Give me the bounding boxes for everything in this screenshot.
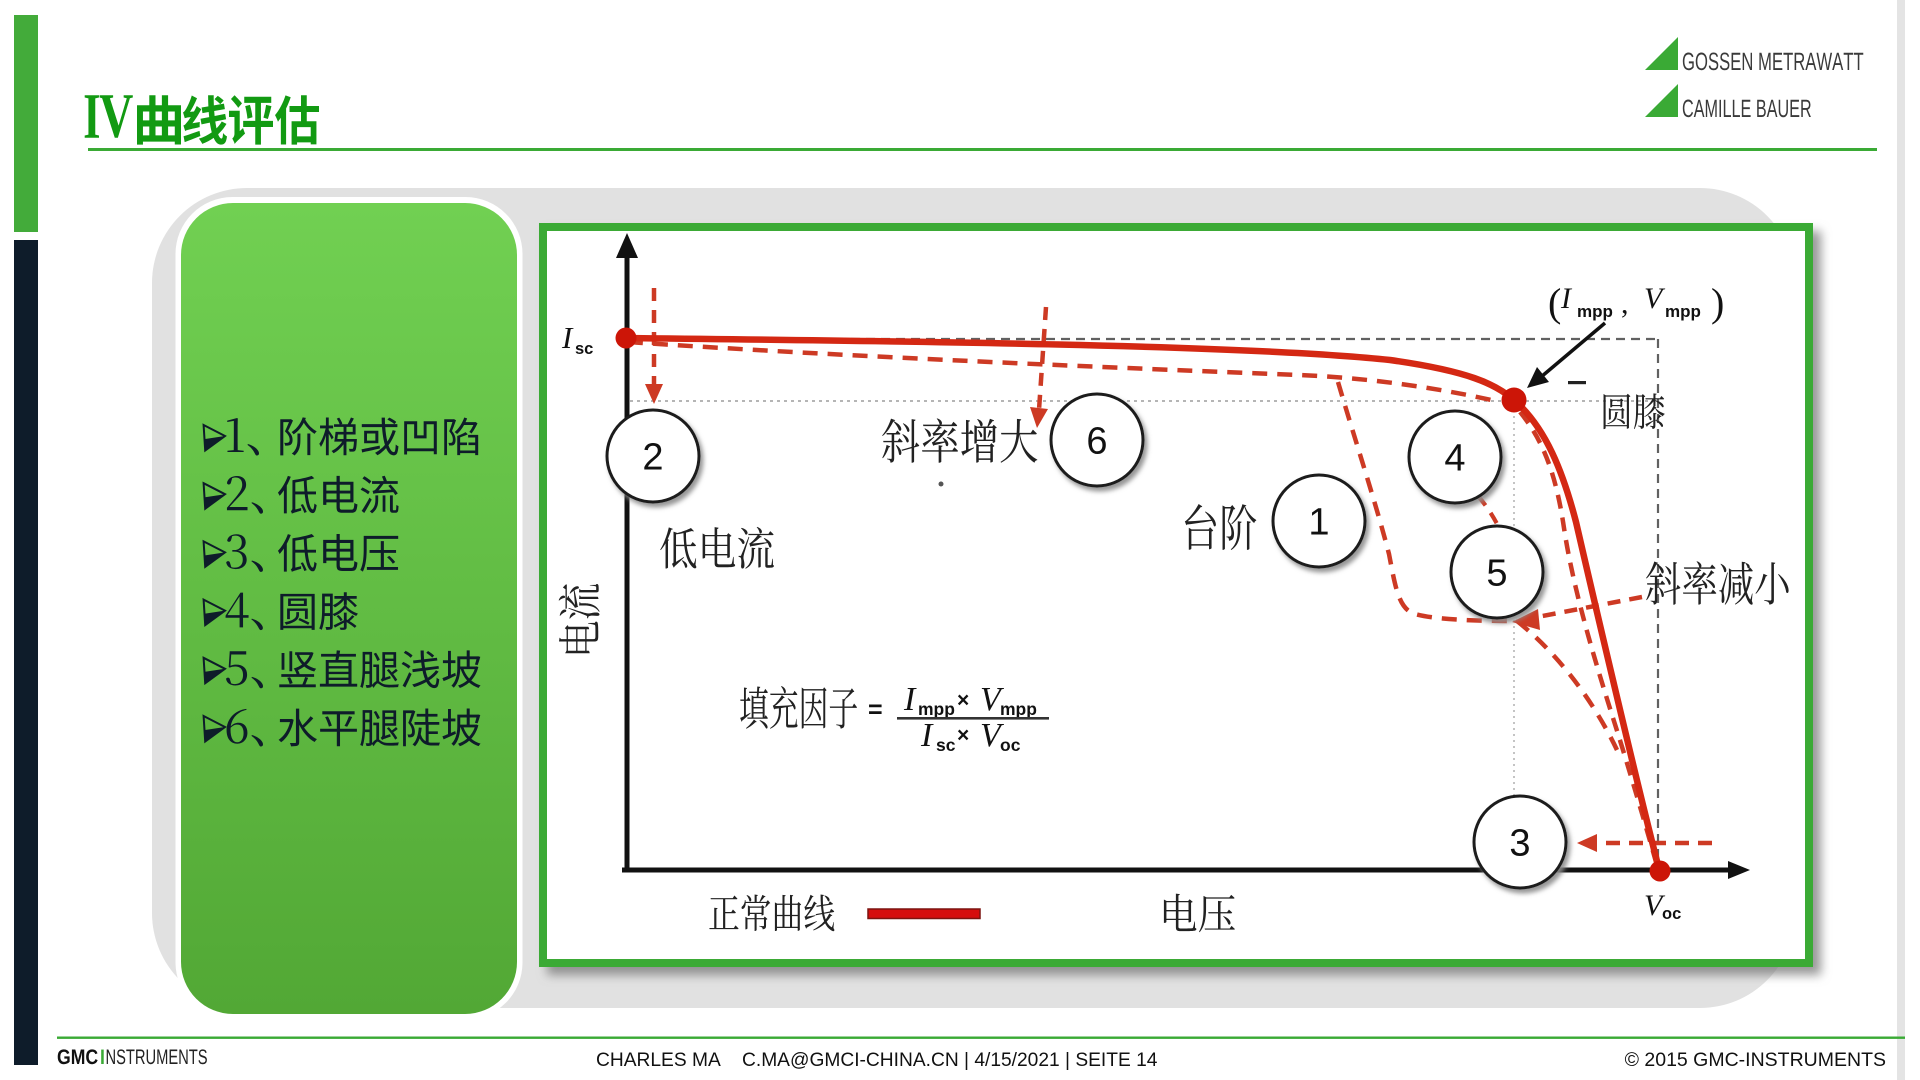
- svg-text:CHARLES MA: CHARLES MA: [596, 1050, 721, 1071]
- svg-text:mpp: mpp: [918, 699, 955, 719]
- svg-text:6: 6: [1086, 421, 1107, 463]
- svg-text:2: 2: [642, 437, 663, 479]
- svg-text:×: ×: [957, 689, 969, 712]
- svg-text:V: V: [1644, 889, 1666, 922]
- svg-text:C.MA@GMCI-CHINA.CN | 4/15/2021: C.MA@GMCI-CHINA.CN | 4/15/2021 | SEITE 1…: [742, 1050, 1158, 1071]
- svg-text:mpp: mpp: [1665, 302, 1701, 321]
- svg-text:,: ,: [1621, 287, 1629, 320]
- svg-text:I: I: [561, 320, 574, 355]
- svg-text:1: 1: [1308, 502, 1329, 544]
- svg-text:): ): [1711, 280, 1724, 325]
- svg-text:mpp: mpp: [1000, 699, 1037, 719]
- svg-text:sc: sc: [936, 735, 956, 755]
- svg-text:=: =: [868, 696, 883, 724]
- svg-text:V: V: [1644, 282, 1666, 315]
- svg-text:×: ×: [957, 724, 969, 747]
- svg-text:(: (: [1548, 280, 1561, 325]
- svg-text:sc: sc: [575, 340, 593, 358]
- svg-text:3: 3: [1509, 823, 1530, 865]
- svg-text:oc: oc: [1000, 735, 1021, 755]
- svg-text:I: I: [920, 717, 934, 754]
- svg-text:I: I: [903, 681, 917, 718]
- svg-text:4: 4: [1444, 438, 1465, 480]
- svg-text:mpp: mpp: [1577, 302, 1613, 321]
- svg-text:5: 5: [1486, 553, 1507, 595]
- svg-text:I: I: [1560, 282, 1573, 315]
- svg-text:oc: oc: [1662, 905, 1681, 923]
- svg-text:© 2015 GMC-INSTRUMENTS: © 2015 GMC-INSTRUMENTS: [1625, 1049, 1886, 1071]
